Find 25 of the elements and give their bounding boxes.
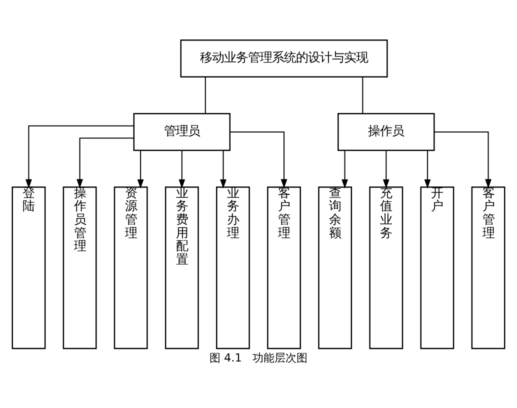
node-box: 客户管理: [471, 186, 506, 349]
node-box: 操作员: [338, 112, 435, 150]
arrow: [434, 130, 492, 188]
node-box: 操作员管理: [62, 186, 97, 349]
connector: [204, 76, 206, 113]
arrow: [424, 150, 431, 188]
connector: [362, 76, 364, 113]
node-box: 充值业务: [369, 186, 404, 349]
arrow: [220, 150, 226, 188]
arrow: [76, 137, 134, 188]
arrow: [230, 130, 288, 188]
arrow: [137, 150, 144, 188]
arrow: [26, 124, 134, 188]
node-box: 查询余额: [318, 186, 352, 349]
node-box: 移动业务管理系统的设计与实现: [180, 38, 388, 77]
node-box: 开户: [420, 186, 454, 349]
node-box: 管理员: [133, 112, 231, 150]
caption: 图 4.1 功能层次图: [209, 351, 308, 364]
node-box: 业务办理: [216, 186, 250, 349]
arrow: [178, 150, 186, 188]
node-box: 资源管理: [114, 186, 148, 349]
arrow: [382, 150, 390, 188]
node-box: 客户管理: [267, 186, 301, 349]
arrow: [342, 150, 348, 188]
node-box: 业务费用配置: [164, 186, 199, 349]
